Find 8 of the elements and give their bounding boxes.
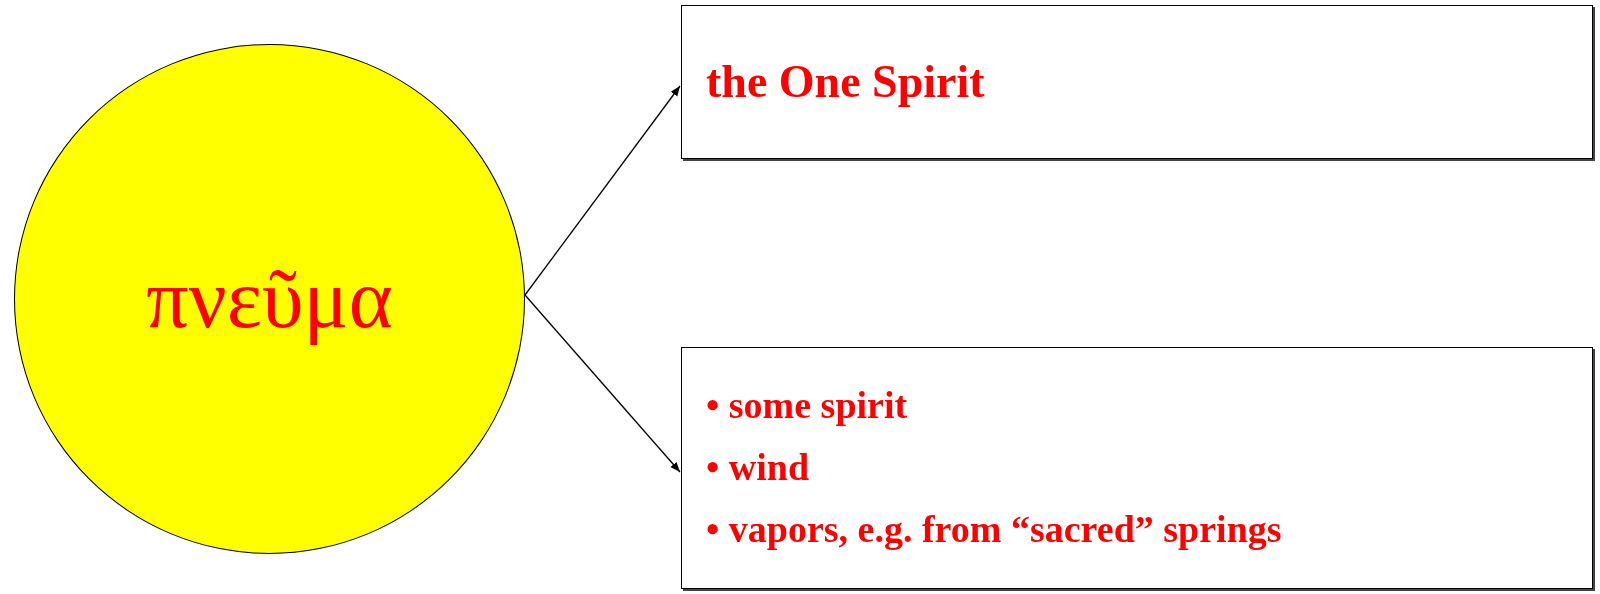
bullet-item: • vapors, e.g. from “sacred” springs (706, 508, 1283, 551)
arrow (524, 85, 681, 296)
arrow (524, 294, 681, 473)
box-text: the One Spirit (706, 56, 986, 108)
text-box (681, 347, 1593, 589)
text-box (681, 5, 1593, 159)
bullet-item: • some spirit (706, 385, 909, 428)
bullet-item: • wind (706, 447, 811, 489)
